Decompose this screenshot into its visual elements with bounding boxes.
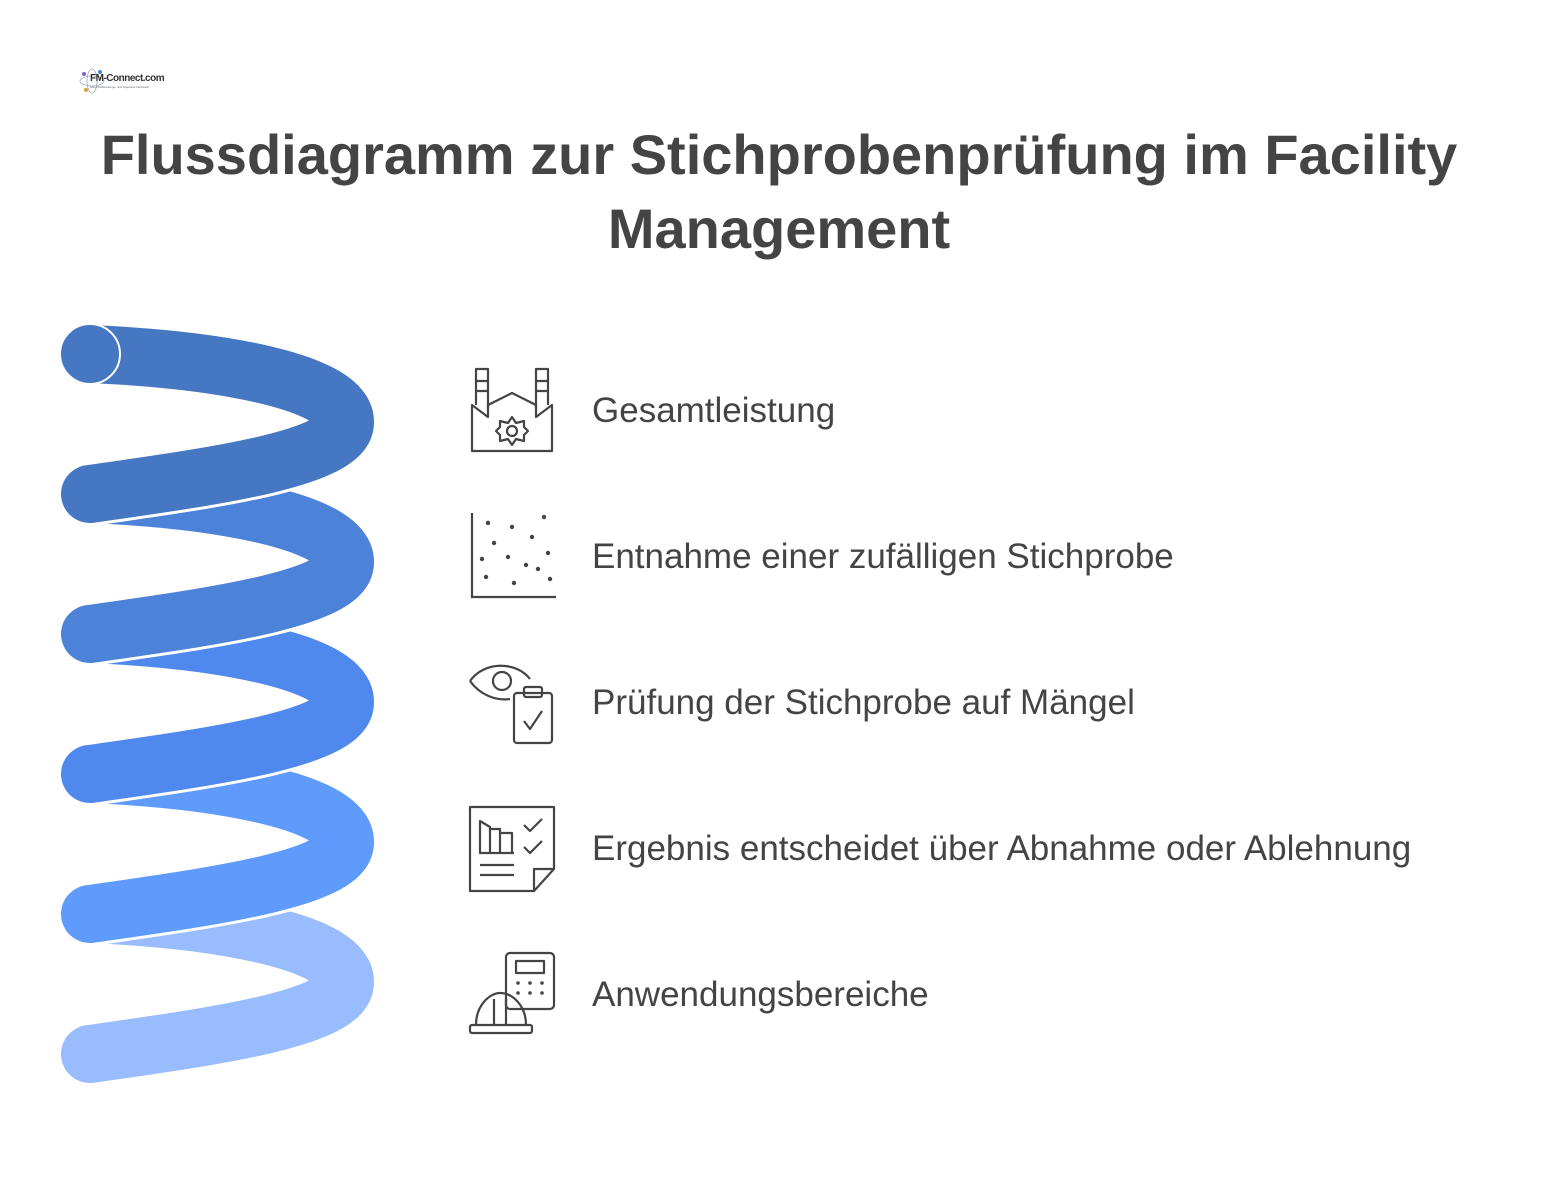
step-2: Entnahme einer zufälligen Stichprobe xyxy=(466,512,1174,602)
report-checklist-icon xyxy=(468,805,556,893)
step-label: Prüfung der Stichprobe auf Mängel xyxy=(592,683,1135,722)
step-5: Anwendungsbereiche xyxy=(466,950,929,1040)
spring-coil-graphic xyxy=(58,322,378,1086)
logo: FM-Connect.com Das FM-Beratungs- und Ing… xyxy=(78,64,165,98)
eye-clipboard-check-icon xyxy=(469,664,554,745)
step-label: Anwendungsbereiche xyxy=(592,975,929,1014)
step-1: Gesamtleistung xyxy=(466,366,835,456)
logo-text: FM-Connect.com xyxy=(90,73,165,84)
step-3: Prüfung der Stichprobe auf Mängel xyxy=(466,658,1135,748)
logo-subtitle: Das FM-Beratungs- und Ingenieur-Netzwerk xyxy=(90,85,149,89)
logo-atom-icon xyxy=(79,68,105,94)
page-title: Flussdiagramm zur Stichprobenprüfung im … xyxy=(100,123,1458,260)
step-label: Entnahme einer zufälligen Stichprobe xyxy=(592,537,1174,576)
step-label: Gesamtleistung xyxy=(592,391,836,430)
factory-gear-icon xyxy=(470,367,554,453)
step-label: Ergebnis entscheidet über Abnahme oder A… xyxy=(592,829,1412,868)
hardhat-calculator-icon xyxy=(468,951,556,1035)
scatter-plot-icon xyxy=(470,513,556,599)
spring-end-cap xyxy=(59,323,121,385)
spring-coil-1 xyxy=(58,322,378,526)
step-4: Ergebnis entscheidet über Abnahme oder A… xyxy=(466,804,1411,894)
